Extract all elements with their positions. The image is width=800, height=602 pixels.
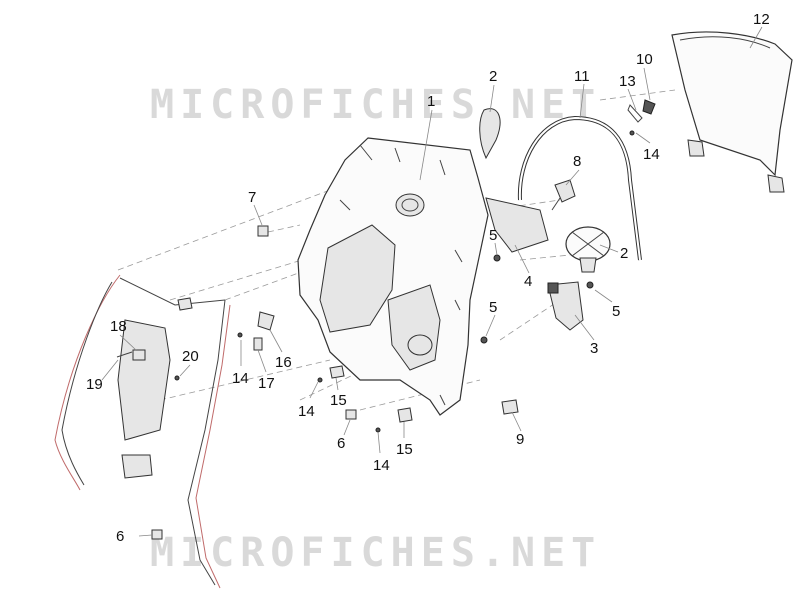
part-14-screw-d (629, 130, 635, 136)
callout-6-a: 6 (337, 435, 345, 452)
part-16-bracket (257, 311, 275, 331)
callout-11: 11 (574, 68, 590, 85)
part-19-screw (116, 351, 133, 358)
part-5-screw-a (493, 254, 501, 262)
part-17-spacer (253, 337, 263, 351)
part-11-seal (517, 115, 642, 261)
leader-lines (101, 26, 763, 537)
part-15-clip-a (329, 365, 345, 379)
callout-5-b: 5 (489, 299, 497, 316)
callout-18: 18 (110, 318, 127, 335)
callout-7: 7 (248, 189, 256, 206)
callout-16: 16 (275, 354, 292, 371)
callout-6-b: 6 (116, 528, 124, 545)
part-1-legshield-back (297, 137, 489, 416)
part-14-screw-b (317, 377, 323, 383)
part-18-bracket (132, 349, 146, 361)
callouts: 1 2 2 3 4 5 5 5 6 6 7 8 9 10 11 12 13 14… (86, 11, 770, 545)
part-9-bolt (501, 399, 519, 415)
callout-2-cap: 2 (620, 245, 628, 262)
callout-19: 19 (86, 376, 103, 393)
watermark-top: MICROFICHES.NET (150, 82, 601, 128)
callout-5-c: 5 (612, 303, 620, 320)
part-15-clip-b (397, 407, 413, 423)
callout-14-b: 14 (298, 403, 315, 420)
callout-12: 12 (753, 11, 770, 28)
part-4-cover (485, 197, 549, 253)
callout-5-a: 5 (489, 227, 497, 244)
front-frame (54, 274, 231, 589)
part-6-clip-a (345, 409, 357, 420)
callout-17: 17 (258, 375, 275, 392)
callout-15-a: 15 (330, 392, 347, 409)
part-13-screw (627, 104, 643, 123)
callout-14-c: 14 (373, 457, 390, 474)
part-6-clip-b (151, 529, 163, 540)
part-5-screw-c (586, 281, 594, 289)
fasteners (116, 130, 635, 540)
part-8-clip (551, 179, 576, 211)
callout-13: 13 (619, 73, 636, 90)
callout-14-d: 14 (643, 146, 660, 163)
callout-10: 10 (636, 51, 653, 68)
part-10-bracket (642, 99, 656, 115)
callout-3: 3 (590, 340, 598, 357)
callout-1: 1 (427, 93, 435, 110)
part-7-nut (257, 225, 269, 237)
callout-14-a: 14 (232, 370, 249, 387)
watermark-bottom: MICROFICHES.NET (150, 530, 601, 576)
callout-15-b: 15 (396, 441, 413, 458)
part-14-screw-a (237, 332, 243, 338)
callout-9: 9 (516, 431, 524, 448)
part-14-screw-c (375, 427, 381, 433)
callout-4: 4 (524, 273, 532, 290)
part-5-screw-b (480, 336, 488, 344)
part-3-lock (547, 281, 584, 331)
part-20-fastener (174, 375, 180, 381)
part-2-lid (479, 108, 501, 160)
callout-20: 20 (182, 348, 199, 365)
callout-8: 8 (573, 153, 581, 170)
part-2-fuel-cap (565, 226, 611, 273)
part-12-windscreen (671, 31, 793, 193)
callout-2-lid: 2 (489, 68, 497, 85)
